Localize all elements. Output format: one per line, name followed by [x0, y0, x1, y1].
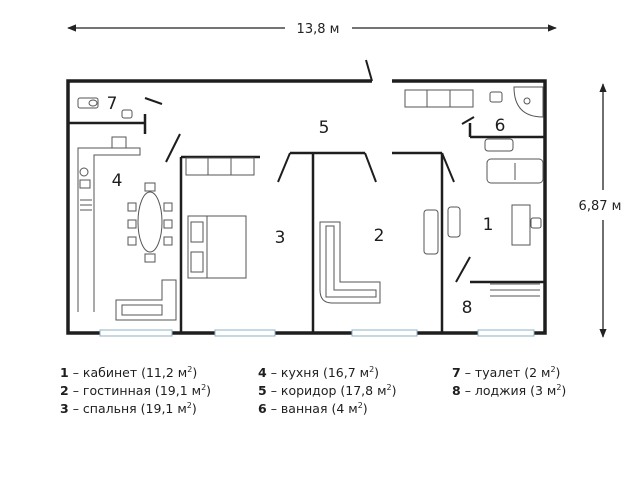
inner-walls	[68, 114, 545, 333]
bath-cabinet-icon	[404, 86, 544, 152]
kitchen-counter	[77, 136, 141, 312]
legend-name: коридор	[280, 383, 337, 398]
width-dimension: 13,8 м	[67, 22, 557, 37]
room-number-5: 5	[319, 118, 330, 138]
corner-sofa-icon	[319, 221, 381, 304]
legend-number: 2	[60, 383, 69, 398]
height-dimension: 6,87 м	[579, 83, 622, 338]
legend-item: 7 – туалет (2 м2)	[452, 365, 561, 380]
legend-name: спальня	[82, 401, 137, 416]
office-sofa-icon	[486, 158, 544, 184]
outer-walls	[66, 79, 547, 335]
dining-table	[127, 182, 173, 263]
legend-item: 8 – лоджия (3 м2)	[452, 383, 567, 398]
legend-name: лоджия	[474, 383, 527, 398]
legend-item: 3 – спальня (19,1 м2)	[60, 401, 197, 416]
room-number-7: 7	[107, 94, 118, 114]
legend-item: 1 – кабинет (11,2 м2)	[60, 365, 198, 380]
tv-unit-icon	[423, 206, 461, 255]
legend-name: туалет	[474, 365, 521, 380]
legend-name: кабинет	[82, 365, 138, 380]
windows	[99, 329, 535, 337]
height-label: 6,87 м	[579, 199, 622, 214]
legend-number: 8	[452, 383, 461, 398]
legend-item: 2 – гостинная (19,1 м2)	[60, 383, 212, 398]
legend-name: гостинная	[82, 383, 151, 398]
legend-name: ванная	[280, 401, 328, 416]
legend-name: кухня	[280, 365, 319, 380]
toilet-icon	[77, 97, 133, 119]
legend-number: 6	[258, 401, 267, 416]
shelf-icon	[185, 157, 255, 176]
legend-number: 4	[258, 365, 267, 380]
legend-number: 3	[60, 401, 69, 416]
kitchen-sofa-icon	[115, 279, 177, 321]
legend-number: 1	[60, 365, 69, 380]
doors	[144, 59, 475, 283]
room-number-2: 2	[374, 226, 385, 246]
width-label: 13,8 м	[297, 22, 340, 37]
legend-number: 7	[452, 365, 461, 380]
room-number-8: 8	[462, 298, 473, 318]
legend-item: 6 – ванная (4 м2)	[258, 401, 368, 416]
legend-number: 5	[258, 383, 267, 398]
desk-icon	[511, 204, 542, 246]
room-number-6: 6	[495, 116, 506, 136]
legend-item: 4 – кухня (16,7 м2)	[258, 365, 380, 380]
room-number-4: 4	[112, 171, 123, 191]
legend-item: 5 – коридор (17,8 м2)	[258, 383, 397, 398]
room-number-1: 1	[483, 215, 494, 235]
floor-plan: 13,8 м 6,87 м	[66, 22, 622, 338]
loggia-rails	[490, 283, 540, 297]
double-bed-icon	[187, 215, 247, 279]
room-number-3: 3	[275, 228, 286, 248]
